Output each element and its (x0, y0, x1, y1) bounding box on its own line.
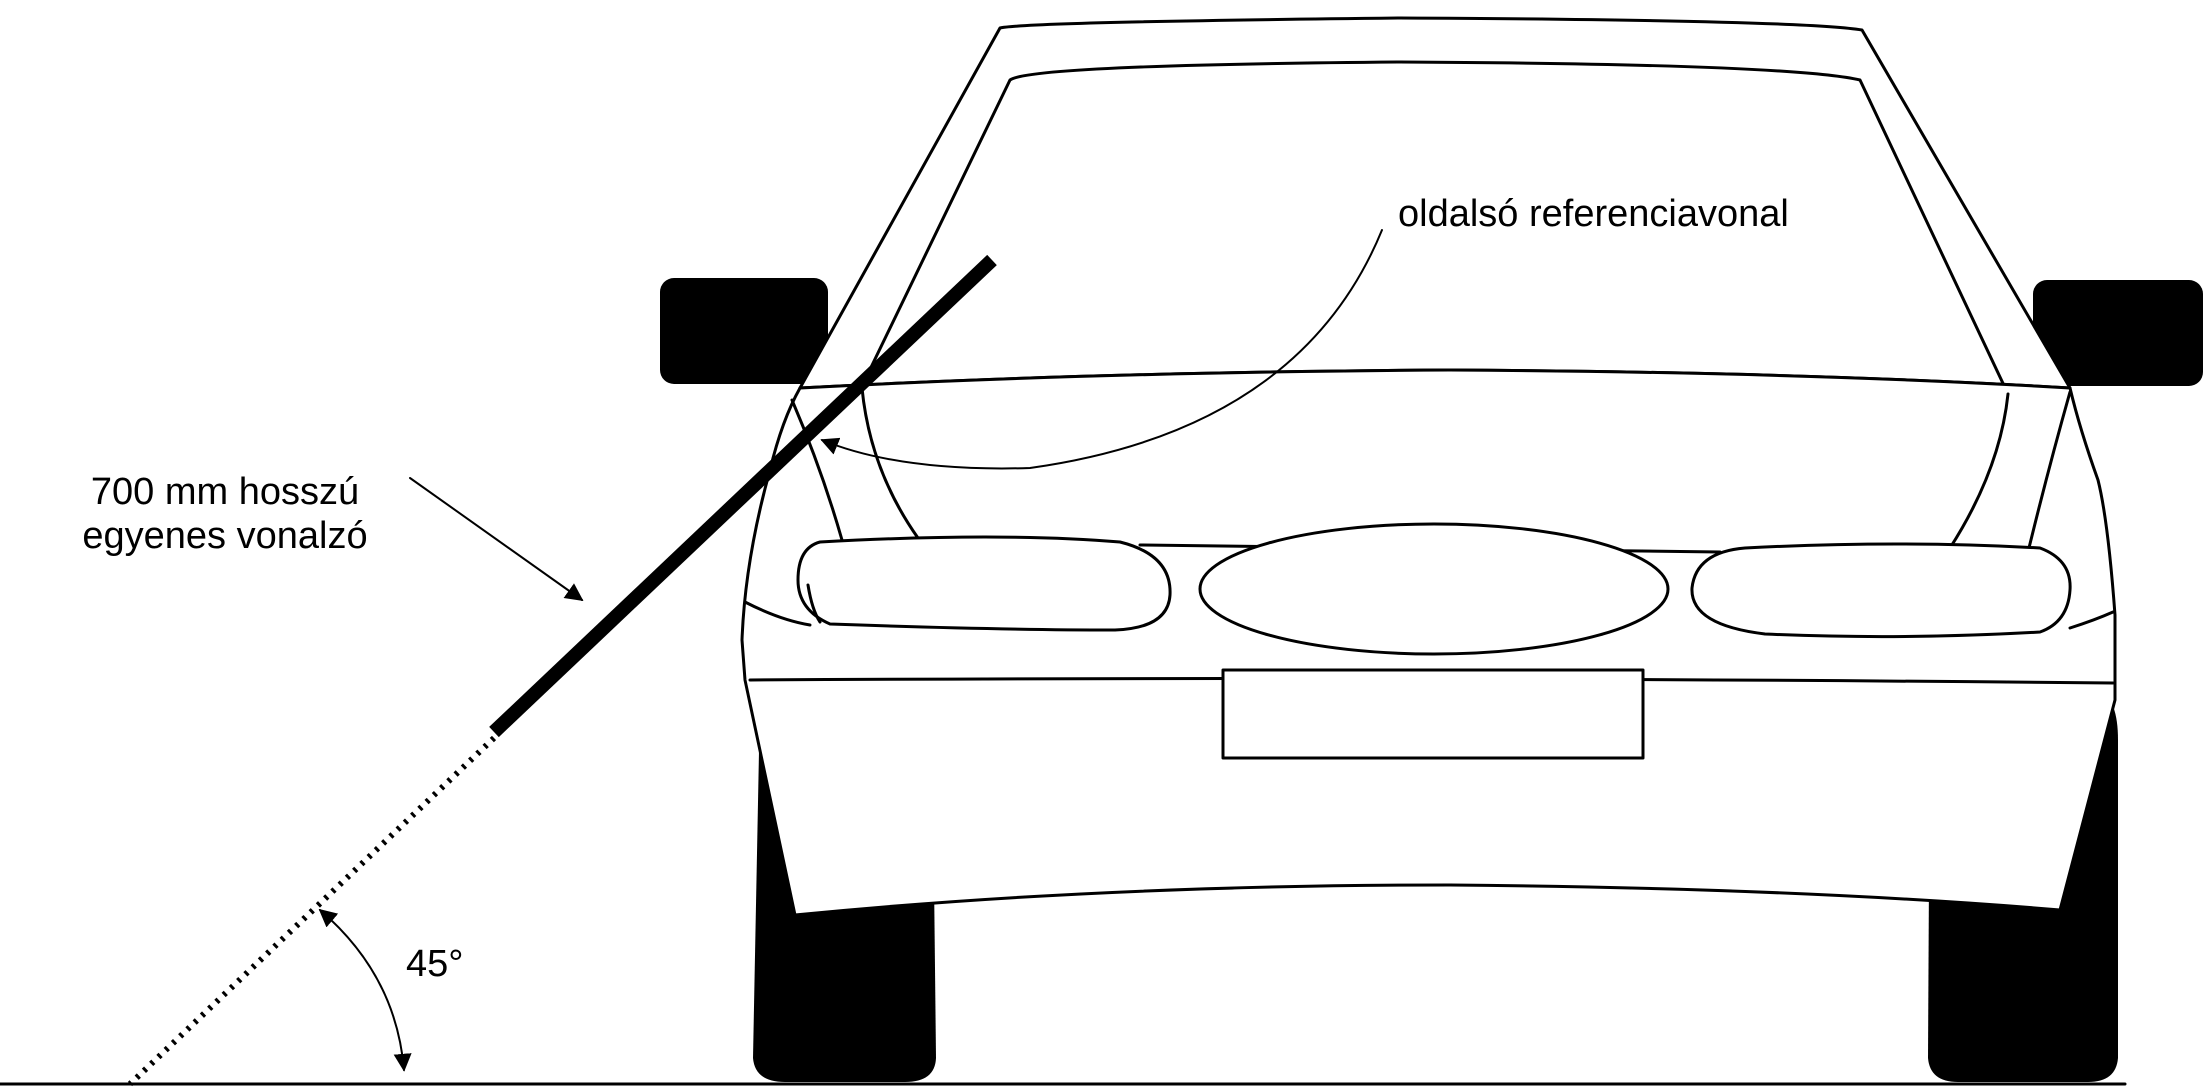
ruler-extension-dotted (127, 735, 497, 1087)
grille-oval (1198, 522, 1670, 656)
ruler-label-line-2: egyenes vonalzó (82, 515, 368, 557)
right-mirror (2033, 280, 2203, 386)
right-fender-line (2026, 390, 2072, 554)
left-fender-line (790, 398, 844, 542)
ruler-leader-line (409, 477, 584, 602)
right-a-pillar (1948, 392, 2010, 550)
left-a-pillar (860, 386, 920, 540)
right-headlight (1690, 542, 2072, 639)
angle-label: 45° (406, 943, 464, 985)
reference-line-label: oldalsó referenciavonal (1398, 193, 1789, 235)
ruler-bar (489, 254, 997, 738)
ruler-label-line-1: 700 mm hosszú (90, 471, 360, 513)
license-plate (1221, 668, 1645, 760)
car-roof-outer (798, 16, 2072, 390)
reference-line-curve (820, 229, 1383, 470)
left-headlight-inner (806, 583, 822, 624)
left-headlight (796, 535, 1172, 632)
right-bumper-top-line (2068, 610, 2115, 630)
left-bumper-top-line (743, 600, 812, 627)
ruler-label: 700 mm hosszú egyenes vonalzó (60, 470, 390, 558)
angle-arc (318, 908, 412, 1072)
windshield-inner (860, 60, 2010, 396)
left-mirror (660, 278, 828, 384)
